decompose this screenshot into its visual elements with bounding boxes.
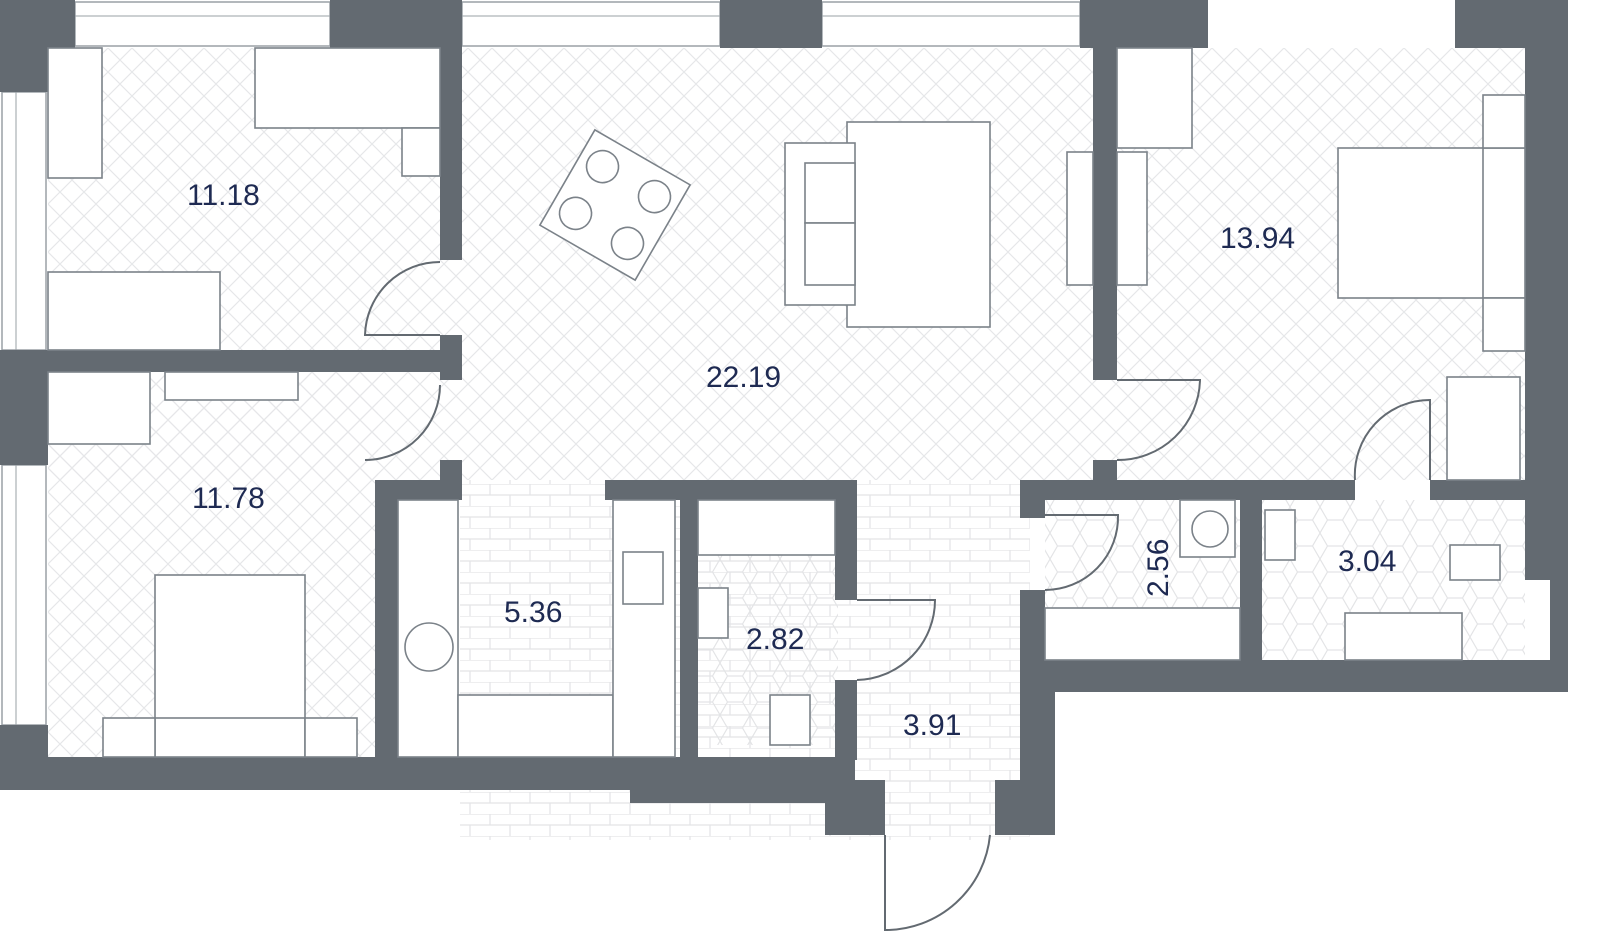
windows xyxy=(1,1,1081,726)
tv-stand xyxy=(164,371,299,401)
sofa-seat xyxy=(804,162,856,224)
bed-right-headboard xyxy=(1482,147,1526,299)
tv-unit-right xyxy=(1116,151,1148,286)
kitchen-counter-right xyxy=(612,499,676,758)
bathtub-large xyxy=(1344,612,1463,661)
sink-large xyxy=(1264,509,1296,561)
area-label-kitchen: 5.36 xyxy=(504,596,562,629)
area-label-bathroom-large: 3.04 xyxy=(1338,545,1396,578)
rug xyxy=(846,121,991,328)
toilet-large xyxy=(1449,544,1501,581)
kitchen-counter-bottom xyxy=(457,694,614,758)
sink-small xyxy=(697,587,729,639)
bed-headboard xyxy=(154,717,306,758)
area-label-laundry: 2.56 xyxy=(1142,539,1175,597)
furniture xyxy=(47,47,1526,758)
tv-unit xyxy=(1066,151,1094,286)
area-label-bathroom-small: 2.82 xyxy=(746,623,804,656)
area-label-bedroom-bottom-left: 11.78 xyxy=(192,482,265,515)
bathtub-small xyxy=(697,499,836,556)
sink xyxy=(622,551,664,605)
wardrobe-right xyxy=(1116,47,1193,149)
area-label-living-room: 22.19 xyxy=(706,361,781,394)
area-label-bedroom-top-left: 11.18 xyxy=(187,179,260,212)
room-labels: 11.18 11.78 22.19 13.94 5.36 2.82 3.91 2… xyxy=(187,179,1396,742)
area-label-hallway: 3.91 xyxy=(903,709,961,742)
dining-table xyxy=(538,128,692,282)
floors xyxy=(48,48,1528,840)
nightstand-left xyxy=(102,717,156,758)
walls xyxy=(0,0,1568,835)
nightstand-right-top xyxy=(1482,94,1526,149)
laundry-shelf xyxy=(1044,607,1241,661)
wardrobe-mid-left xyxy=(47,371,151,445)
bed-top-left xyxy=(254,47,441,129)
desk xyxy=(47,47,103,179)
sofa-seat xyxy=(804,222,856,286)
nightstand-right xyxy=(304,717,358,758)
wardrobe-top-left xyxy=(47,271,221,351)
nightstand xyxy=(401,127,441,177)
doors xyxy=(363,261,1431,932)
wardrobe-right-bottom xyxy=(1446,376,1521,481)
nightstand-right-bottom xyxy=(1482,297,1526,352)
area-label-bedroom-right: 13.94 xyxy=(1220,222,1295,255)
toilet-small xyxy=(769,694,811,746)
